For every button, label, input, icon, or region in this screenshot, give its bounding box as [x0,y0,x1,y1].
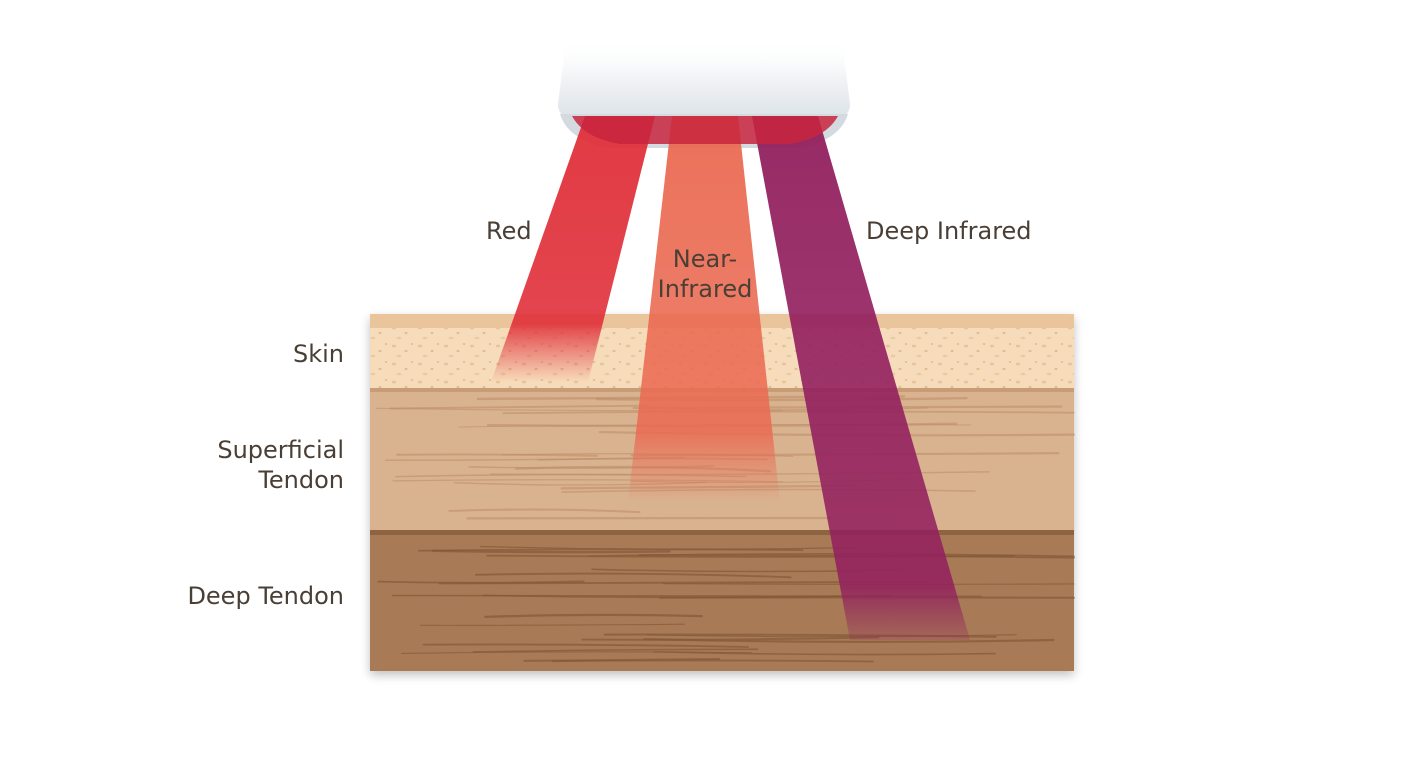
tendon-fiber [551,659,874,663]
tendon-fiber [581,636,880,641]
tendon-fiber [431,549,671,554]
tendon-fiber [448,508,641,514]
tendon-fiber [418,548,804,552]
device-lens [572,116,838,144]
near-infrared-label-line1: Near- [672,245,738,273]
superficial-tendon-label-line1: Superficial [217,436,344,464]
tendon-fiber [422,643,749,648]
deep-tendon-label: Deep Tendon [187,582,344,610]
device-body [558,40,850,118]
deep-infrared-beam [752,116,970,640]
tendon-fiber [484,613,703,619]
near-infrared-beam [628,116,780,502]
light-beams [491,116,970,640]
tendon-boundary [370,530,1074,535]
deep-infrared-beam-label: Deep Infrared [866,217,1032,245]
tendon-fiber [472,648,759,653]
tendon-fiber [396,453,599,457]
red-beam [491,116,655,382]
near-infrared-label-line2: Infrared [657,275,753,303]
tendon-fiber [474,572,792,579]
tendon-fiber [389,404,650,410]
superficial-tendon-label: Superficial Tendon [217,435,344,495]
tendon-fiber [653,650,996,656]
red-beam-label: Red [486,217,532,245]
tendon-fiber [420,623,686,626]
near-infrared-beam-label: Near- Infrared [640,244,770,304]
tendon-fiber [502,410,1075,415]
skin-layer-label: Skin [292,340,344,368]
superficial-tendon-label-line2: Tendon [258,466,344,494]
